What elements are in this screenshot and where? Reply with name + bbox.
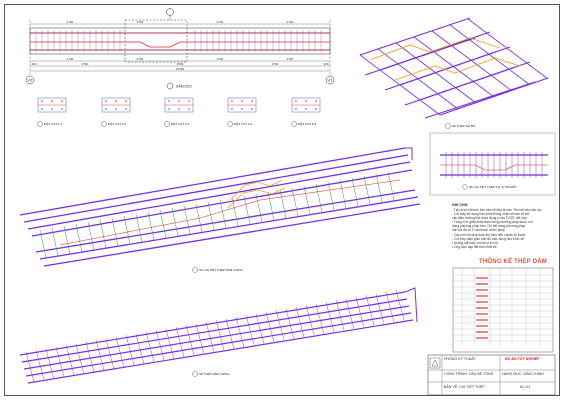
dim-bot-5: 300 — [323, 62, 328, 66]
dim-mid-2: 2700 — [137, 57, 144, 61]
notes-line: - Tất cả kích thước trên bản vẽ đều là m… — [452, 208, 543, 212]
detail-beam: 3D CHI TIẾT THÉP TẠI VỊ TRÍ ĐỐT — [429, 132, 556, 196]
dim-bot-3: 4550 — [177, 62, 184, 66]
dim-bot-2: 3700 — [82, 62, 89, 66]
detail-beam-caption: 3D CHI TIẾT THÉP TẠI VỊ TRÍ ĐỐT — [469, 184, 517, 189]
iso-top-right: 3D THÉP VAI BÒ — [359, 17, 549, 129]
dim-mid-1: 2700 — [67, 57, 74, 61]
notes-line: - Cốt thép sử dụng hiện phải thống nhất … — [452, 212, 530, 217]
section-5-label: MẶT CẮT 5-5 — [298, 121, 317, 126]
notes-line: - Cốt thép dầm gồm bản đủ móc đúng như h… — [452, 236, 525, 241]
dim-mid-4: 2700 — [287, 57, 294, 61]
dim-bot-4: 3700 — [272, 62, 279, 66]
dim-top-1: 2700 — [67, 20, 74, 24]
title-block-sheet-no: KC-01 — [520, 385, 531, 389]
section-4-label: MẶT CẮT 4-4 — [234, 121, 253, 126]
notes-title: GHI CHÚ: — [452, 203, 469, 207]
section-5: MẶT CẮT 5-5 — [291, 97, 321, 127]
iso-top-right-caption: 3D THÉP VAI BÒ — [452, 123, 476, 128]
title-block-line-1: CÔNG TRÌNH: CẦU BÊ TÔNG — [444, 372, 494, 376]
notes-line: hàn khi đã có 1 loại thanh được phép — [452, 228, 505, 233]
rebar-table — [452, 267, 554, 353]
section-3-label: MẶT CẮT 3-3 — [171, 121, 190, 126]
sheet-border — [4, 4, 560, 396]
dim-mid-3: 2700 — [217, 57, 224, 61]
elevation-caption: DẦM DỌC — [176, 85, 193, 89]
notes-line: cấu hiện trường.Khi chưa đồng ý của TVGS… — [452, 216, 527, 221]
section-1-label: MẶT CẮT 1-1 — [44, 121, 63, 126]
bottom-iso-caption: 3D THÉP DẦM CHÍNH — [199, 371, 229, 376]
beam-elevation: V2 V1 2700 2700 2700 2700 2700 2700 2700… — [25, 8, 335, 90]
notes-line: dùng phương pháp hàn. Chi tiết dùng phươ… — [452, 224, 526, 229]
notes-line: - Từng vị trí ghép thép dầm dùng phương … — [452, 220, 533, 225]
bottom-iso: 3D THÉP DẦM CHÍNH — [19, 287, 418, 384]
section-4: MẶT CẮT 4-4 — [227, 97, 257, 127]
notes-block: GHI CHÚ: - Tất cả kích thước trên bản vẽ… — [452, 203, 556, 255]
dim-top-2: 2700 — [137, 20, 144, 24]
main-iso: 3D CHI TIẾT THÉP DẦM CHÍNH — [19, 147, 421, 273]
dim-top-3: 2700 — [217, 20, 224, 24]
section-2-label: MẶT CẮT 2-2 — [108, 121, 127, 126]
title-block-company: PHÒNG KỸ THUẬT — [444, 357, 476, 361]
section-row: MẶT CẮT 1-1 MẶT CẮT 2-2 MẶT CẮT 3-3 — [37, 97, 321, 127]
dim-bot-1: 300 — [31, 62, 36, 66]
title-block-line-2: HẠNG MỤC: DẦM CHÍNH — [502, 372, 544, 376]
dim-total: 10500 — [176, 67, 185, 71]
section-1: MẶT CẮT 1-1 — [37, 97, 67, 127]
section-2: MẶT CẮT 2-2 — [101, 97, 131, 127]
section-3: MẶT CẮT 3-3 — [164, 97, 194, 127]
dim-top-4: 2700 — [287, 20, 294, 24]
logo-icon — [429, 357, 441, 369]
axis-right-label: V1 — [328, 78, 334, 83]
axis-left-label: V2 — [28, 78, 34, 83]
title-block-project: ĐỒ ÁN TỐT NGHIỆP — [505, 357, 540, 361]
title-block-line-3: BẢN VẼ: CHI TIẾT THÉP — [444, 385, 485, 389]
title-block — [427, 354, 556, 396]
main-iso-caption: 3D CHI TIẾT THÉP DẦM CHÍNH — [199, 267, 243, 272]
notes-line: • Không cắt thép chủ tại vị trí nối. — [452, 240, 499, 245]
notes-line: - Các mối nối phải tuân thủ theo tiêu ch… — [452, 232, 526, 237]
rebar-table-title: THỐNG KÊ THÉP DẦM — [479, 259, 547, 265]
notes-line: • Ống luồn cáp đặt theo thiết kế. — [452, 244, 498, 249]
